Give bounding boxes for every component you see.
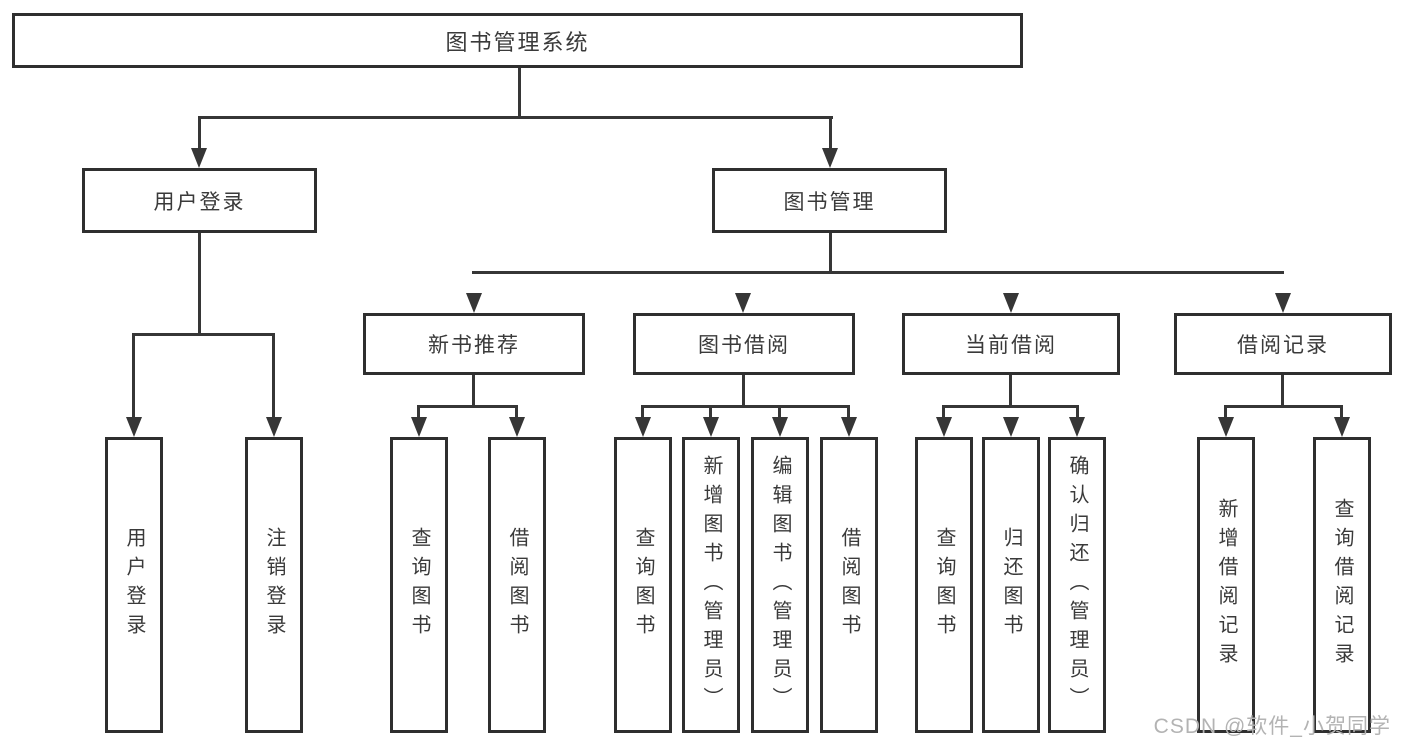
connector-line bbox=[829, 116, 832, 150]
arrowhead bbox=[126, 417, 142, 437]
connector-line bbox=[778, 405, 781, 419]
arrowhead bbox=[1003, 293, 1019, 313]
arrowhead bbox=[191, 148, 207, 168]
node-label: 借阅记录 bbox=[1237, 334, 1329, 357]
csdn-watermark: CSDN @软件_小贺同学 bbox=[1153, 715, 1391, 738]
node-label: 图书借阅 bbox=[698, 334, 790, 357]
connector-line bbox=[515, 405, 518, 419]
leaf-borrow-books-recommend: 借阅图书 bbox=[488, 437, 546, 733]
leaf-query-borrow-record: 查询借阅记录 bbox=[1313, 437, 1371, 733]
connector-line bbox=[417, 405, 518, 408]
connector-line bbox=[829, 233, 832, 274]
arrowhead bbox=[466, 293, 482, 313]
connector-line bbox=[1224, 405, 1227, 419]
connector-line bbox=[709, 405, 712, 419]
leaf-confirm-return-admin: 确认归还（管理员） bbox=[1048, 437, 1106, 733]
connector-line bbox=[847, 405, 850, 419]
connector-line bbox=[641, 405, 850, 408]
connector-line bbox=[198, 116, 833, 119]
arrowhead bbox=[822, 148, 838, 168]
leaf-label: 查询图书 bbox=[933, 527, 955, 643]
leaf-label: 借阅图书 bbox=[506, 527, 528, 643]
connector-line bbox=[272, 333, 275, 418]
connector-line bbox=[742, 375, 745, 408]
connector-line bbox=[417, 405, 420, 419]
leaf-borrow-books-borrowing: 借阅图书 bbox=[820, 437, 878, 733]
arrowhead bbox=[841, 417, 857, 437]
leaf-label: 新增借阅记录 bbox=[1215, 498, 1237, 672]
leaf-label: 编辑图书（管理员） bbox=[769, 454, 791, 716]
arrowhead bbox=[703, 417, 719, 437]
connector-line bbox=[198, 233, 201, 336]
node-label: 用户登录 bbox=[153, 190, 246, 214]
connector-line bbox=[1224, 405, 1343, 408]
arrowhead bbox=[1218, 417, 1234, 437]
leaf-label: 借阅图书 bbox=[838, 527, 860, 643]
leaf-logout: 注销登录 bbox=[245, 437, 303, 733]
leaf-edit-book-admin: 编辑图书（管理员） bbox=[751, 437, 809, 733]
leaf-label: 查询借阅记录 bbox=[1331, 498, 1353, 672]
leaf-label: 用户登录 bbox=[123, 527, 145, 643]
connector-line bbox=[1281, 375, 1284, 408]
connector-line bbox=[472, 375, 475, 408]
node-current-borrowing: 当前借阅 bbox=[902, 313, 1120, 375]
leaf-label: 新增图书（管理员） bbox=[700, 454, 722, 716]
connector-line bbox=[942, 405, 945, 419]
leaf-label: 注销登录 bbox=[263, 527, 285, 643]
arrowhead bbox=[772, 417, 788, 437]
connector-line bbox=[198, 116, 201, 150]
leaf-return-books: 归还图书 bbox=[982, 437, 1040, 733]
node-user-login: 用户登录 bbox=[82, 168, 317, 233]
arrowhead bbox=[1069, 417, 1085, 437]
connector-line bbox=[1076, 405, 1079, 419]
node-label: 图书管理系统 bbox=[445, 29, 590, 55]
node-label: 当前借阅 bbox=[965, 334, 1057, 357]
connector-line bbox=[518, 68, 521, 118]
node-label: 新书推荐 bbox=[428, 334, 520, 357]
arrowhead bbox=[635, 417, 651, 437]
arrowhead bbox=[1003, 417, 1019, 437]
connector-line bbox=[1340, 405, 1343, 419]
node-book-borrowing: 图书借阅 bbox=[633, 313, 855, 375]
connector-line bbox=[1009, 375, 1012, 408]
connector-line bbox=[472, 271, 1284, 274]
arrowhead bbox=[266, 417, 282, 437]
node-library-system: 图书管理系统 bbox=[12, 13, 1023, 68]
leaf-label: 查询图书 bbox=[408, 527, 430, 643]
node-label: 图书管理 bbox=[783, 190, 876, 214]
arrowhead bbox=[1334, 417, 1350, 437]
leaf-add-borrow-record: 新增借阅记录 bbox=[1197, 437, 1255, 733]
node-borrowing-records: 借阅记录 bbox=[1174, 313, 1392, 375]
connector-line bbox=[132, 333, 135, 418]
leaf-label: 查询图书 bbox=[632, 527, 654, 643]
connector-line bbox=[132, 333, 275, 336]
connector-line bbox=[942, 405, 1079, 408]
connector-line bbox=[641, 405, 644, 419]
leaf-label: 确认归还（管理员） bbox=[1066, 454, 1088, 716]
leaf-user-login: 用户登录 bbox=[105, 437, 163, 733]
arrowhead bbox=[936, 417, 952, 437]
leaf-query-books-current: 查询图书 bbox=[915, 437, 973, 733]
arrowhead bbox=[735, 293, 751, 313]
arrowhead bbox=[411, 417, 427, 437]
arrowhead bbox=[1275, 293, 1291, 313]
leaf-add-book-admin: 新增图书（管理员） bbox=[682, 437, 740, 733]
leaf-query-books-borrowing: 查询图书 bbox=[614, 437, 672, 733]
leaf-query-books-recommend: 查询图书 bbox=[390, 437, 448, 733]
arrowhead bbox=[509, 417, 525, 437]
node-new-book-recommendation: 新书推荐 bbox=[363, 313, 585, 375]
node-book-management: 图书管理 bbox=[712, 168, 947, 233]
leaf-label: 归还图书 bbox=[1000, 527, 1022, 643]
